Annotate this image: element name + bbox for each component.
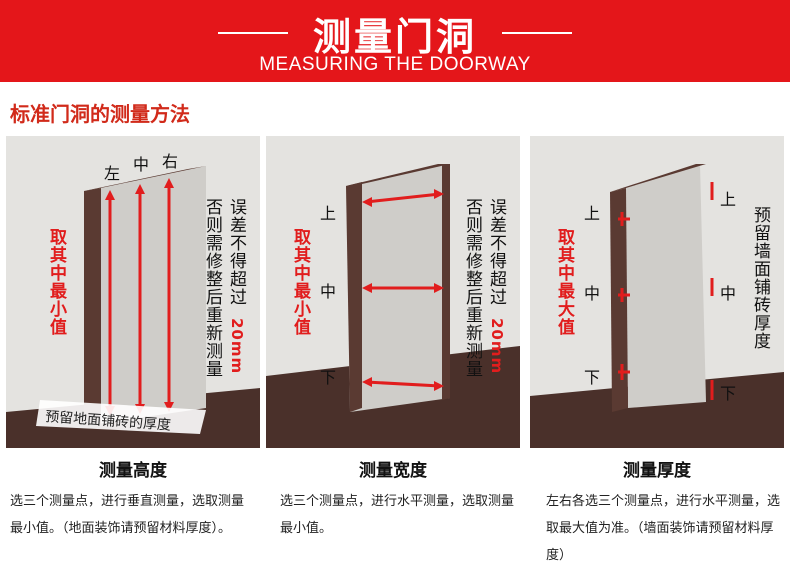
height-note-line-b: 否则需修整后重新测量	[202, 198, 222, 378]
section-title: 标准门洞的测量方法	[10, 102, 190, 126]
height-label-right: 右	[162, 152, 179, 171]
thickness-right-label-bottom: 下	[720, 384, 737, 403]
title-rule-left	[218, 32, 288, 34]
height-left-note: 取其中最小值	[46, 228, 66, 336]
thickness-left-note: 取其中最大值	[554, 228, 574, 336]
caption-height: 测量高度	[99, 461, 167, 481]
width-note-line-b: 否则需修整后重新测量	[462, 198, 482, 378]
height-note-line-a: 误差不得超过	[226, 198, 246, 306]
thickness-left-label-middle: 中	[584, 284, 601, 303]
height-label-left: 左	[104, 164, 121, 183]
width-illustration	[266, 164, 520, 448]
title-rule-right	[502, 32, 572, 34]
description-height: 选三个测量点，进行垂直测量，选取测量最小值。（地面装饰请预留材料厚度）。	[10, 494, 245, 536]
thickness-right-label-top: 上	[720, 190, 737, 209]
height-note-value: 20mm	[228, 318, 246, 375]
width-left-note: 取其中最小值	[290, 228, 310, 336]
caption-thickness: 测量厚度	[623, 461, 691, 481]
thickness-left-label-bottom: 下	[584, 368, 601, 387]
panel-thickness: 上 中 下 上 中 下 取其中最大值 预留墙面铺砖厚度	[530, 136, 784, 448]
page-subtitle: MEASURING THE DOORWAY	[259, 54, 531, 75]
width-label-bottom: 下	[320, 368, 337, 387]
header-banner: 测量门洞 MEASURING THE DOORWAY	[0, 0, 790, 82]
height-illustration	[6, 166, 260, 448]
thickness-right-note: 预留墙面铺砖厚度	[750, 206, 770, 350]
caption-width: 测量宽度	[359, 461, 427, 481]
width-note-value: 20mm	[488, 318, 506, 375]
description-thickness: 左右各选三个测量点，进行水平测量，选取最大值为准。（墙面装饰请预留材料厚度）	[546, 494, 781, 563]
panel-height: 左 中 右 取其中最小值 否则需修整后重新测量 误差不得超过 20mm 预留地面…	[6, 136, 260, 448]
height-label-middle: 中	[133, 155, 150, 174]
width-label-top: 上	[320, 204, 337, 223]
panel-width: 上 中 下 取其中最小值 否则需修整后重新测量 误差不得超过 20mm	[266, 136, 520, 448]
width-label-middle: 中	[320, 282, 337, 301]
thickness-left-label-top: 上	[584, 204, 601, 223]
thickness-right-label-middle: 中	[720, 284, 737, 303]
width-note-line-a: 误差不得超过	[486, 198, 506, 306]
description-width: 选三个测量点，进行水平测量，选取测量最小值。	[280, 494, 515, 536]
thickness-illustration	[530, 164, 784, 448]
page-title: 测量门洞	[312, 15, 477, 59]
